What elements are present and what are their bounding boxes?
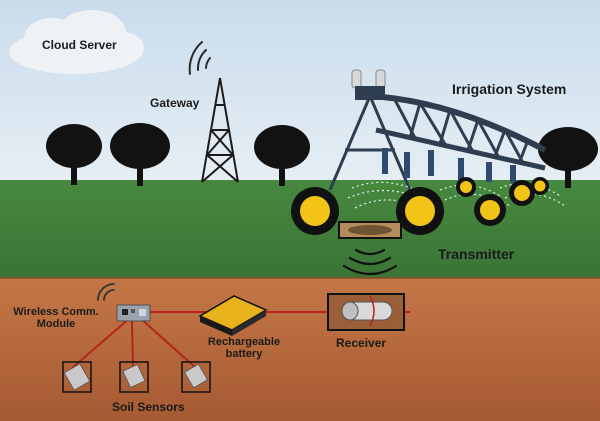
receiver-label: Receiver xyxy=(336,336,387,350)
battery-label-line1: Rechargeable xyxy=(207,336,281,348)
tree-icon xyxy=(110,123,170,186)
wheel-icon xyxy=(474,194,506,226)
sensor-icon xyxy=(62,361,92,393)
signal-icon xyxy=(97,283,115,301)
battery-label: Rechargeable battery xyxy=(196,336,292,360)
battery-icon xyxy=(198,295,268,336)
wheel-icon xyxy=(396,187,444,235)
wheel-icon xyxy=(509,180,535,206)
wheel-icon xyxy=(531,177,549,195)
wheel-icon xyxy=(456,177,476,197)
wireless-module-icon xyxy=(116,304,151,322)
sensor-icon xyxy=(119,361,149,393)
irrigation-frame xyxy=(328,69,566,213)
battery-label-line2: battery xyxy=(225,348,263,361)
wireless-module-label: Wireless Comm. Module xyxy=(4,306,108,330)
transmitter-device xyxy=(338,221,402,239)
wheel-icon xyxy=(291,187,339,235)
transmitter-label: Transmitter xyxy=(438,246,515,262)
cloud-server-label: Cloud Server xyxy=(42,38,117,52)
gateway-label: Gateway xyxy=(150,96,200,110)
tree-icon xyxy=(46,124,102,185)
signal-icon xyxy=(188,41,211,75)
cloud-icon xyxy=(9,10,144,74)
signal-icon xyxy=(342,248,398,276)
soil-layer xyxy=(0,278,600,421)
wireless-module-label-line2: Module xyxy=(36,318,76,331)
tower-icon xyxy=(201,77,239,183)
wireless-module-label-line1: Wireless Comm. xyxy=(13,306,99,318)
irrigation-system-label: Irrigation System xyxy=(452,81,567,97)
receiver-icon xyxy=(327,293,405,331)
tree-icon xyxy=(538,127,598,188)
soil-sensors-label: Soil Sensors xyxy=(112,400,185,414)
tree-icon xyxy=(254,125,310,186)
sensor-icon xyxy=(181,361,211,393)
